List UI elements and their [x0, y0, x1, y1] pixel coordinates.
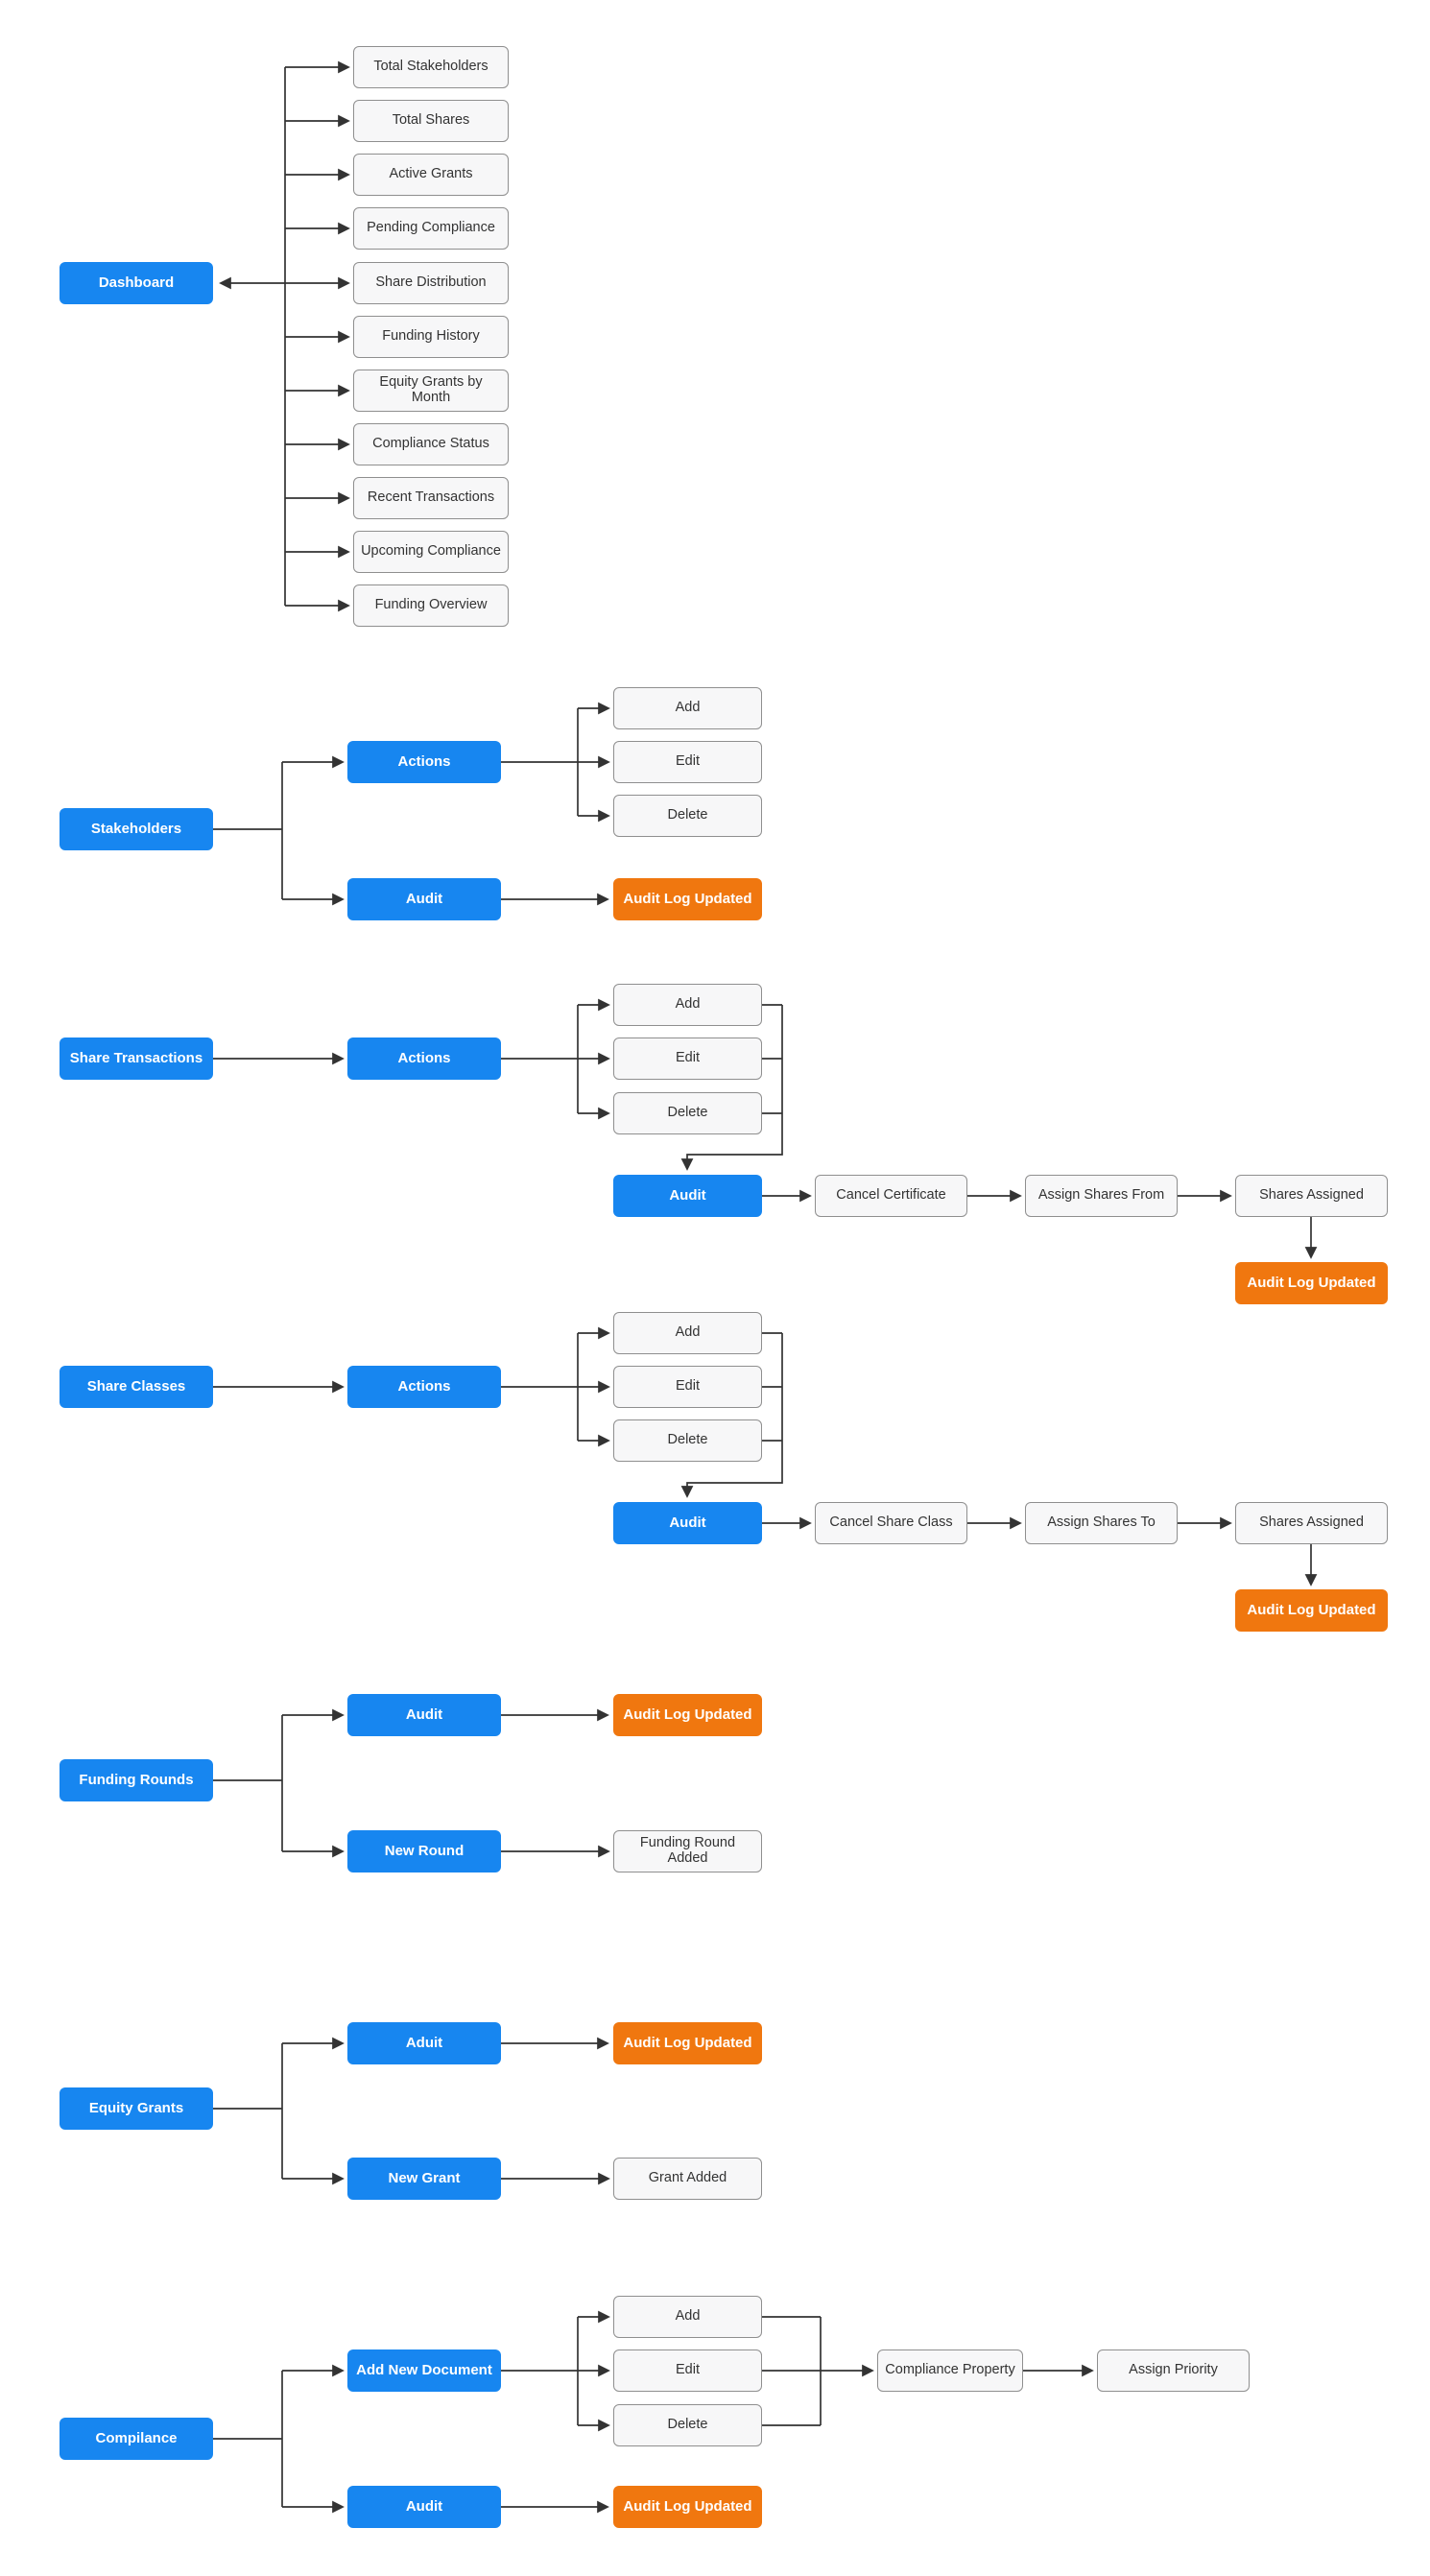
- node-share-classes-audit: Audit: [613, 1502, 762, 1544]
- node-total-shares: Total Shares: [353, 100, 509, 142]
- edge-46: [680, 1333, 783, 1498]
- node-equity-grants: Equity Grants: [60, 2087, 213, 2130]
- node-equity-grants-audit: Aduit: [347, 2022, 501, 2064]
- node-pending-compliance: Pending Compliance: [353, 207, 509, 250]
- node-share-transactions-edit: Edit: [613, 1038, 762, 1080]
- node-new-round: New Round: [347, 1830, 501, 1872]
- node-share-transactions-actions: Actions: [347, 1038, 501, 1080]
- node-total-stakeholders: Total Stakeholders: [353, 46, 509, 88]
- node-share-transactions-add: Add: [613, 984, 762, 1026]
- node-stakeholders-audit-log: Audit Log Updated: [613, 878, 762, 920]
- node-share-classes: Share Classes: [60, 1366, 213, 1408]
- node-upcoming-compliance: Upcoming Compliance: [353, 531, 509, 573]
- node-assign-shares-to: Assign Shares To: [1025, 1502, 1178, 1544]
- flowchart-edges: [213, 60, 1318, 2514]
- node-share-transactions-delete: Delete: [613, 1092, 762, 1134]
- node-recent-transactions: Recent Transactions: [353, 477, 509, 519]
- node-compliance-audit: Audit: [347, 2486, 501, 2528]
- node-add-new-document: Add New Document: [347, 2349, 501, 2392]
- node-compliance-delete: Delete: [613, 2404, 762, 2446]
- node-active-grants: Active Grants: [353, 154, 509, 196]
- node-stakeholders-add: Add: [613, 687, 762, 729]
- node-compliance-audit-log: Audit Log Updated: [613, 2486, 762, 2528]
- node-stakeholders: Stakeholders: [60, 808, 213, 850]
- node-stakeholders-delete: Delete: [613, 795, 762, 837]
- node-compliance-property: Compliance Property: [877, 2349, 1023, 2392]
- node-share-classes-audit-log: Audit Log Updated: [1235, 1589, 1388, 1632]
- node-share-classes-edit: Edit: [613, 1366, 762, 1408]
- node-funding-round-added: Funding Round Added: [613, 1830, 762, 1872]
- node-compliance-add: Add: [613, 2296, 762, 2338]
- node-share-transactions-shares-assigned: Shares Assigned: [1235, 1175, 1388, 1217]
- node-share-classes-shares-assigned: Shares Assigned: [1235, 1502, 1388, 1544]
- node-share-distribution: Share Distribution: [353, 262, 509, 304]
- node-funding-overview: Funding Overview: [353, 584, 509, 627]
- node-assign-shares-from: Assign Shares From: [1025, 1175, 1178, 1217]
- node-stakeholders-actions: Actions: [347, 741, 501, 783]
- node-compliance-edit: Edit: [613, 2349, 762, 2392]
- node-funding-rounds-audit-log: Audit Log Updated: [613, 1694, 762, 1736]
- node-funding-rounds-audit: Audit: [347, 1694, 501, 1736]
- node-grant-added: Grant Added: [613, 2158, 762, 2200]
- node-assign-priority: Assign Priority: [1097, 2349, 1250, 2392]
- node-share-transactions-audit: Audit: [613, 1175, 762, 1217]
- node-share-classes-add: Add: [613, 1312, 762, 1354]
- node-equity-grants-audit-log: Audit Log Updated: [613, 2022, 762, 2064]
- node-share-classes-actions: Actions: [347, 1366, 501, 1408]
- node-share-transactions: Share Transactions: [60, 1038, 213, 1080]
- node-compliance: Compilance: [60, 2418, 213, 2460]
- node-funding-history: Funding History: [353, 316, 509, 358]
- node-cancel-share-class: Cancel Share Class: [815, 1502, 967, 1544]
- node-share-transactions-audit-log: Audit Log Updated: [1235, 1262, 1388, 1304]
- node-stakeholders-edit: Edit: [613, 741, 762, 783]
- node-share-classes-delete: Delete: [613, 1419, 762, 1462]
- node-new-grant: New Grant: [347, 2158, 501, 2200]
- edge-32: [680, 1005, 783, 1171]
- node-equity-grants-by-month: Equity Grants by Month: [353, 370, 509, 412]
- node-dashboard: Dashboard: [60, 262, 213, 304]
- node-compliance-status: Compliance Status: [353, 423, 509, 465]
- node-funding-rounds: Funding Rounds: [60, 1759, 213, 1801]
- node-stakeholders-audit: Audit: [347, 878, 501, 920]
- node-cancel-certificate: Cancel Certificate: [815, 1175, 967, 1217]
